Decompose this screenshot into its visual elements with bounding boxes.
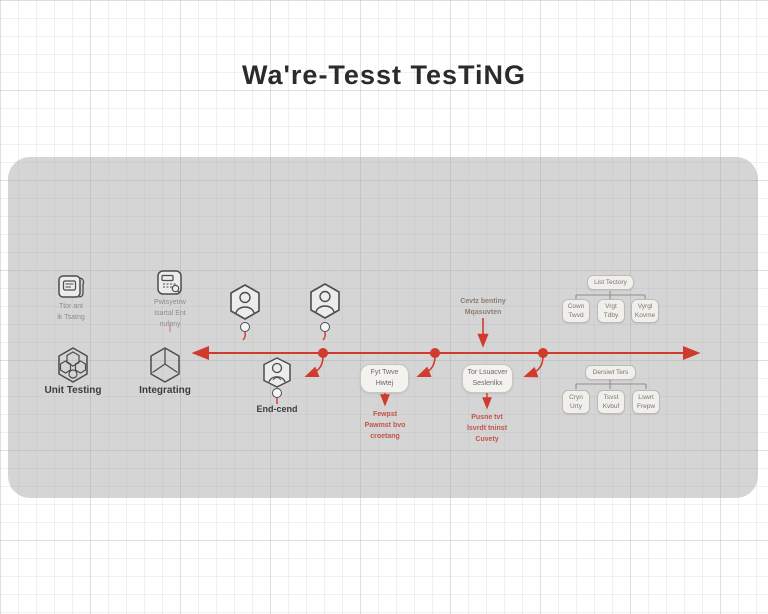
icon-caption: Integrating [139,385,191,396]
badge-tick [242,331,246,341]
tree-child-box: Cryn Urty [562,390,590,415]
icon-caption: Pwtsyetrw Isartal Ent nufony [154,299,186,328]
timeline-annotation: Cevtz bentiny Mqasuvten [460,298,506,317]
tree-connector-bottom [575,380,647,389]
step-box: Fyt Twve Hwtej [360,364,409,393]
tree-child-box: Tsvst Kvbuf [597,390,625,415]
tree-parent-box: List Tectory [587,275,634,291]
timeline-dot [430,348,440,358]
diagram-panel: Ttor ant ik Tsatng Pwtsyetrw Isartal Ent… [8,157,758,498]
step-box: Tor Lsuacver Seslenlkx [462,364,513,393]
timeline-dot [538,348,548,358]
hexagon-cluster-icon [58,347,88,383]
timeline-dot [318,348,328,358]
step-note: Fewpst Pawmst bvo croetang [364,411,406,441]
curved-connector-arrow [416,355,436,378]
badge-caption: End-cend [256,404,298,414]
badge-tick [322,331,326,341]
timeline-and-connectors [169,291,701,410]
tree-child-box: Vrgt Tdby [597,299,625,324]
tree-child-box: Lswrt Frepw [632,390,660,415]
curved-connector-arrow [523,355,544,378]
connector-circle [272,388,282,398]
report-magnifier-icon [157,270,182,295]
page-title: Wa're-Tesst TesTiNG [242,60,526,90]
person-badge-icon [310,283,340,319]
step-note: Pusne tvt lsvrdt tninst Cuvety [466,414,508,444]
connector-circle [240,322,250,332]
tree-parent-box: Dersiwt Ters [585,365,636,381]
tree-connector-top [575,291,646,299]
tree-child-box: Vyrgl Kovme [631,299,659,324]
icon-caption: Unit Testing [44,385,102,396]
curved-connector-arrow [304,355,324,378]
cube-icon [150,347,180,383]
person-badge-icon [230,284,260,320]
person-badge-icon [263,357,291,388]
icon-caption: Ttor ant ik Tsatng [57,303,85,321]
connector-circle [320,322,330,332]
tree-child-box: Cown Twvd [562,299,590,324]
document-screen-icon [58,275,85,298]
